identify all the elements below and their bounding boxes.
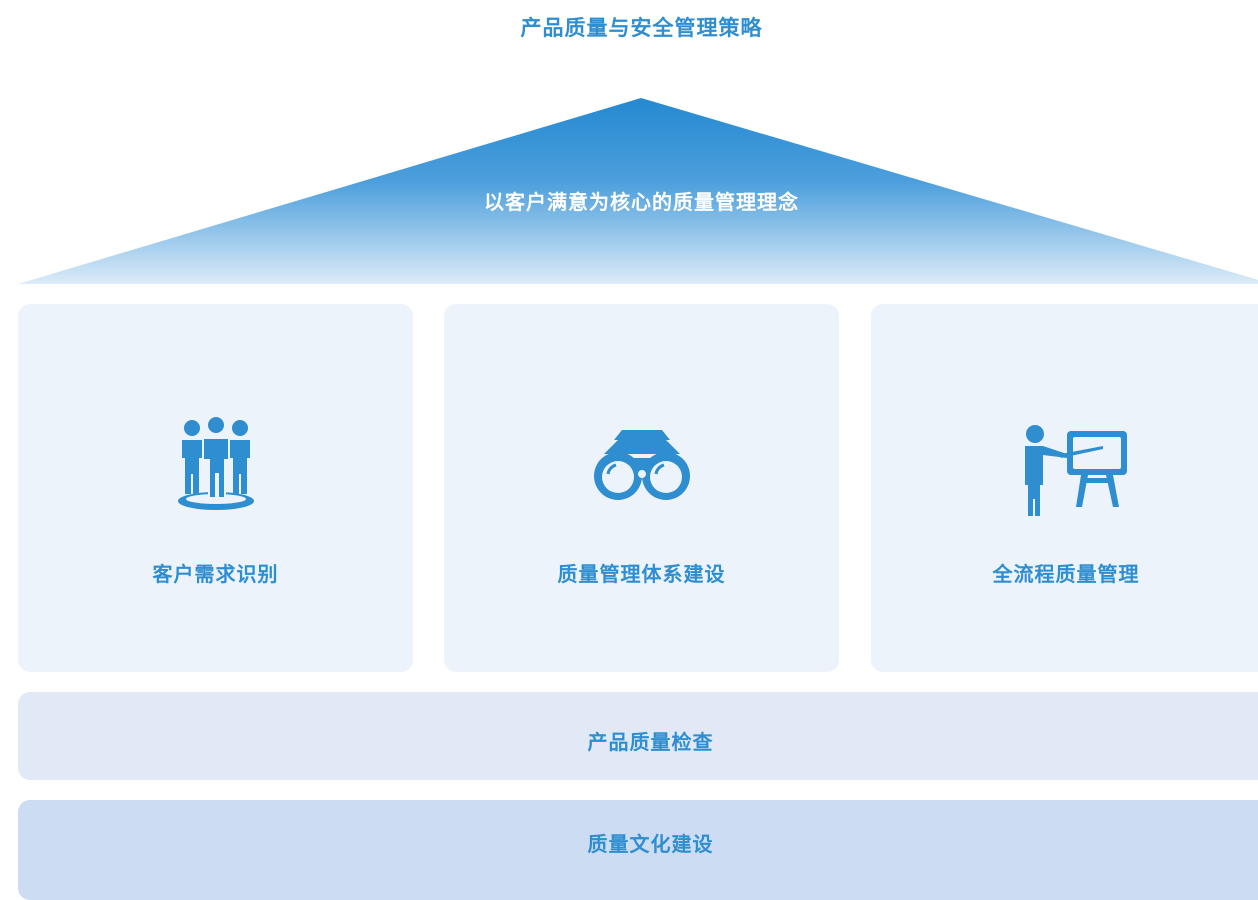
band-product-inspection: 产品质量检查 xyxy=(18,692,1258,780)
roof-label: 以客户满意为核心的质量管理理念 xyxy=(484,190,799,214)
pillar-customer-needs: 客户需求识别 xyxy=(18,304,413,672)
band-quality-culture: 质量文化建设 xyxy=(18,800,1258,900)
people-group-icon xyxy=(177,415,254,510)
pillar-label: 全流程质量管理 xyxy=(992,562,1140,586)
binoculars-icon xyxy=(593,430,690,500)
page-title: 产品质量与安全管理策略 xyxy=(520,16,763,40)
roof-triangle xyxy=(18,98,1258,284)
pillar-quality-system: 质量管理体系建设 xyxy=(444,304,839,672)
pillar-label: 质量管理体系建设 xyxy=(557,562,726,586)
presentation-board-icon xyxy=(1025,425,1127,516)
pillar-label: 客户需求识别 xyxy=(152,562,279,586)
pillar-full-process: 全流程质量管理 xyxy=(871,304,1258,672)
